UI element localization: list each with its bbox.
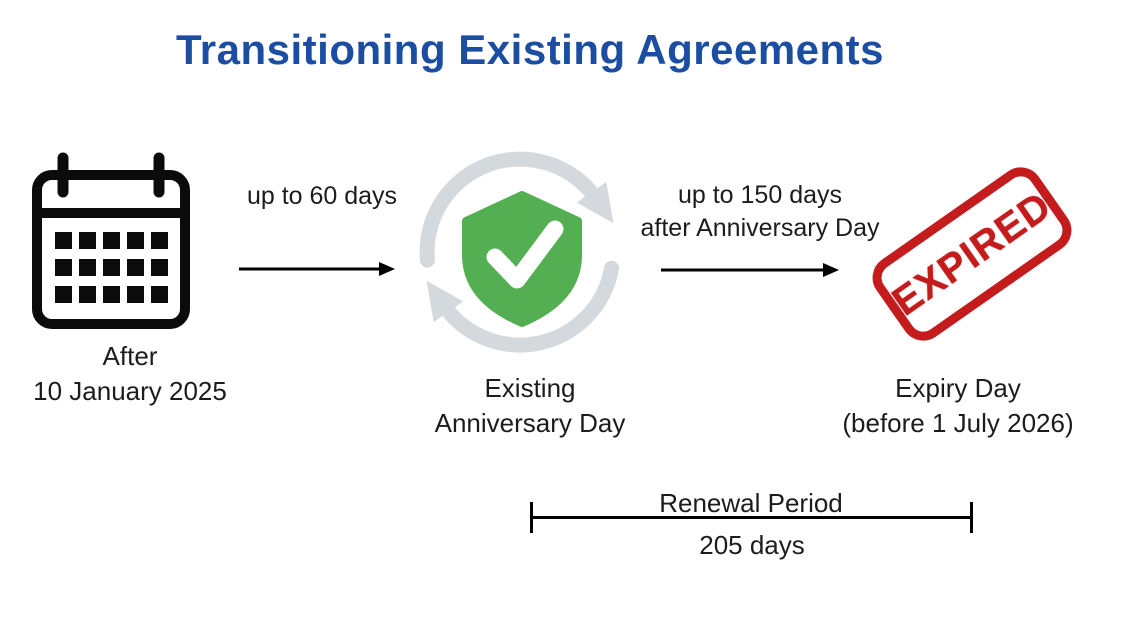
renewal-period-tick-left (530, 502, 533, 533)
renewal-cycle-arrows-icon (419, 151, 620, 353)
stage-start-label-line1: After (102, 341, 158, 371)
renewal-period-label: Renewal Period (659, 488, 843, 518)
stage-anniversary-label: Existing Anniversary Day (400, 371, 660, 441)
transition-2-label-line2: after Anniversary Day (640, 214, 880, 242)
transition-1-label-line1: up to 60 days (246, 182, 398, 210)
stage-expiry-label-line2: (before 1 July 2026) (842, 408, 1074, 438)
stage-start-label-line2: 10 January 2025 (33, 376, 227, 406)
calendar-icon (32, 152, 190, 329)
shield-check-icon (462, 191, 582, 327)
renewal-period-span-line (531, 516, 973, 519)
calendar-date-grid (55, 232, 168, 303)
arrow-right-icon (239, 262, 395, 276)
transition-1-label: up to 60 days (222, 180, 422, 213)
shield-renewal-icon (419, 151, 620, 353)
arrow-right-icon (661, 263, 839, 277)
stage-anniversary-label-line2: Anniversary Day (434, 408, 626, 438)
renewal-period-tick-right (970, 502, 973, 533)
renewal-period-duration: 205 days (699, 530, 805, 560)
page-title: Transitioning Existing Agreements (175, 26, 885, 73)
expired-stamp-text: EXPIRED (884, 183, 1060, 324)
stage-expiry-label-line1: Expiry Day (895, 373, 1021, 403)
stage-expiry-label: Expiry Day (before 1 July 2026) (808, 371, 1108, 441)
stage-anniversary-label-line1: Existing (484, 373, 576, 403)
stage-start-label: After 10 January 2025 (10, 339, 250, 409)
transition-2-label: up to 150 days after Anniversary Day (610, 179, 910, 245)
transition-2-label-line1: up to 150 days (677, 181, 842, 209)
